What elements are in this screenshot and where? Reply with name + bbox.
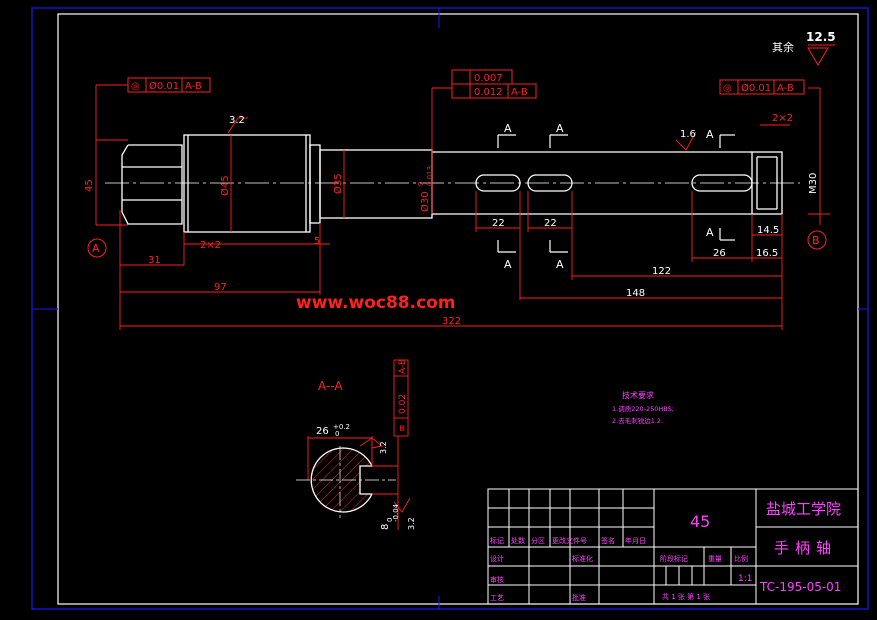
section-roughness-bottom: 3.2 <box>407 517 416 530</box>
scale-value: 1:1 <box>738 574 752 584</box>
section-title: A--A <box>318 379 343 393</box>
shaft-outline <box>121 134 783 233</box>
fcf-mid-datum: A-B <box>511 87 528 98</box>
dim-22b: 22 <box>544 218 557 229</box>
dim-5: 5 <box>314 236 320 247</box>
sym-fcf-datum: A-B <box>398 359 408 374</box>
tb-process: 工艺 <box>490 594 504 602</box>
fcf-mid-tolerance-1: 0.007 <box>474 73 503 84</box>
tb-standard: 标准化 <box>572 554 593 563</box>
dim-26: 26 <box>713 248 726 259</box>
tb-header: 处数 <box>511 536 525 545</box>
section-width-tol: +0.2 <box>333 423 350 431</box>
section-mark-a-top-2: A <box>556 122 564 135</box>
dim-322: 322 <box>442 316 461 327</box>
section-view <box>296 359 411 530</box>
dim-148: 148 <box>626 288 645 299</box>
fcf-left-tolerance: Ø0.01 <box>149 80 179 92</box>
datum-a-circle <box>87 238 107 258</box>
dim-22a: 22 <box>492 218 505 229</box>
dim-14-5: 14.5 <box>757 225 779 236</box>
diameter-30-tol: 0.013 <box>426 166 434 186</box>
tb-header: 更改文件号 <box>552 536 587 545</box>
diameter-45: Ø45 <box>219 175 231 196</box>
section-mark-a-right-top: A <box>706 128 714 141</box>
tb-scale: 比例 <box>734 554 748 563</box>
surface-finish-value: 12.5 <box>806 30 836 44</box>
diameter-35: Ø35 <box>332 173 344 194</box>
section-depth-tol: 0 <box>386 518 394 522</box>
fcf-right-tolerance: Ø0.01 <box>741 82 771 94</box>
section-depth-tol2: -0.04 <box>392 503 400 522</box>
section-width-tol2: 0 <box>335 430 339 438</box>
fcf-mid-tolerance-2: 0.012 <box>474 87 503 98</box>
section-depth: 8 <box>380 524 391 530</box>
sym-fcf-symbol: ≡ <box>398 424 408 432</box>
section-mark-a-bottom-2: A <box>556 258 564 271</box>
tb-header: 分区 <box>531 536 545 545</box>
fcf-right-datum: A-B <box>777 83 794 94</box>
roughness-label: 3.2 <box>229 115 245 126</box>
dim-97: 97 <box>214 282 227 293</box>
tb-approve: 批准 <box>572 593 586 602</box>
section-cut-marks <box>497 134 735 253</box>
section-mark-a-top-1: A <box>504 122 512 135</box>
fcf-right-symbol: ◎ <box>723 83 732 94</box>
tb-weight: 重量 <box>708 555 722 563</box>
diameter-30: Ø30 <box>419 191 431 212</box>
tb-header: 签名 <box>601 536 615 545</box>
section-mark-a-bottom-1: A <box>504 258 512 271</box>
dim-c2x2-left: 2×2 <box>200 240 221 251</box>
diameter-30-tol-upper: 0 <box>417 182 425 186</box>
surface-finish-label: 其余 <box>772 40 794 54</box>
centering-marks <box>32 8 868 609</box>
fcf-frames <box>127 44 835 99</box>
tb-review: 审核 <box>490 575 504 584</box>
tech-req-item: 2.去毛刺锐边1.2. <box>612 416 663 425</box>
watermark: www.woc88.com <box>296 293 456 313</box>
dim-16-5: 16.5 <box>756 248 778 259</box>
dimension-lines <box>95 84 830 330</box>
dim-122: 122 <box>652 266 671 277</box>
datum-a: A <box>92 242 100 255</box>
dim-31: 31 <box>148 255 161 266</box>
section-mark-a-right-bottom: A <box>706 226 714 239</box>
material: 45 <box>690 512 710 531</box>
fcf-left-symbol: ◎ <box>131 81 140 92</box>
tb-stage: 阶段标记 <box>660 554 688 563</box>
tb-sheet-info: 共 1 张 第 1 张 <box>662 592 710 601</box>
tb-header: 年月日 <box>625 536 646 545</box>
section-width: 26 <box>316 426 329 437</box>
drawing-number: TC-195-05-01 <box>759 580 841 594</box>
roughness-label-16: 1.6 <box>680 129 696 140</box>
fcf-left-datum: A-B <box>185 81 202 92</box>
datum-b: B <box>812 234 820 247</box>
datum-b-circle <box>807 230 827 250</box>
tb-design: 设计 <box>490 554 504 563</box>
sym-fcf-tolerance: 0.02 <box>398 394 408 414</box>
school-name: 盐城工学院 <box>766 500 841 518</box>
thread-dim: M30 <box>808 173 819 194</box>
section-roughness-top: 3.2 <box>379 441 388 454</box>
tb-header: 标记 <box>490 536 504 545</box>
title-block-grid <box>487 488 859 605</box>
dim-c2x2-right: 2×2 <box>772 113 793 124</box>
tech-req-title: 技术要求 <box>622 390 654 400</box>
hex-dim: 45 <box>84 179 95 192</box>
tech-req-item: 1.调质220-250HBS; <box>612 404 674 413</box>
part-name: 手柄轴 <box>774 539 837 557</box>
